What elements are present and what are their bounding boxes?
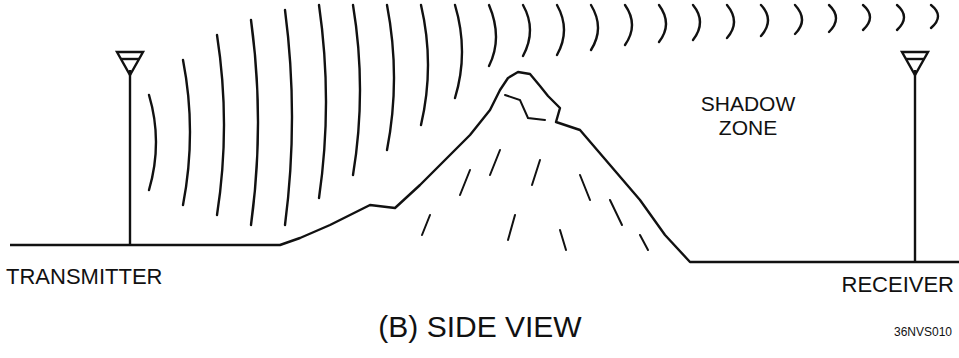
zone-label: SHADOW ZONE — [693, 92, 803, 140]
figure-caption: (B) SIDE VIEW — [378, 310, 581, 345]
figure-code: 36NVS010 — [894, 326, 952, 340]
antenna-label: RECEIVER — [842, 272, 954, 297]
antenna-label: TRANSMITTER — [6, 264, 162, 289]
receiver-antenna — [902, 52, 928, 262]
transmitter-antenna — [117, 52, 143, 245]
mountain-outline — [10, 72, 959, 262]
mountain-hatching — [422, 95, 648, 250]
wavefronts — [149, 5, 938, 225]
